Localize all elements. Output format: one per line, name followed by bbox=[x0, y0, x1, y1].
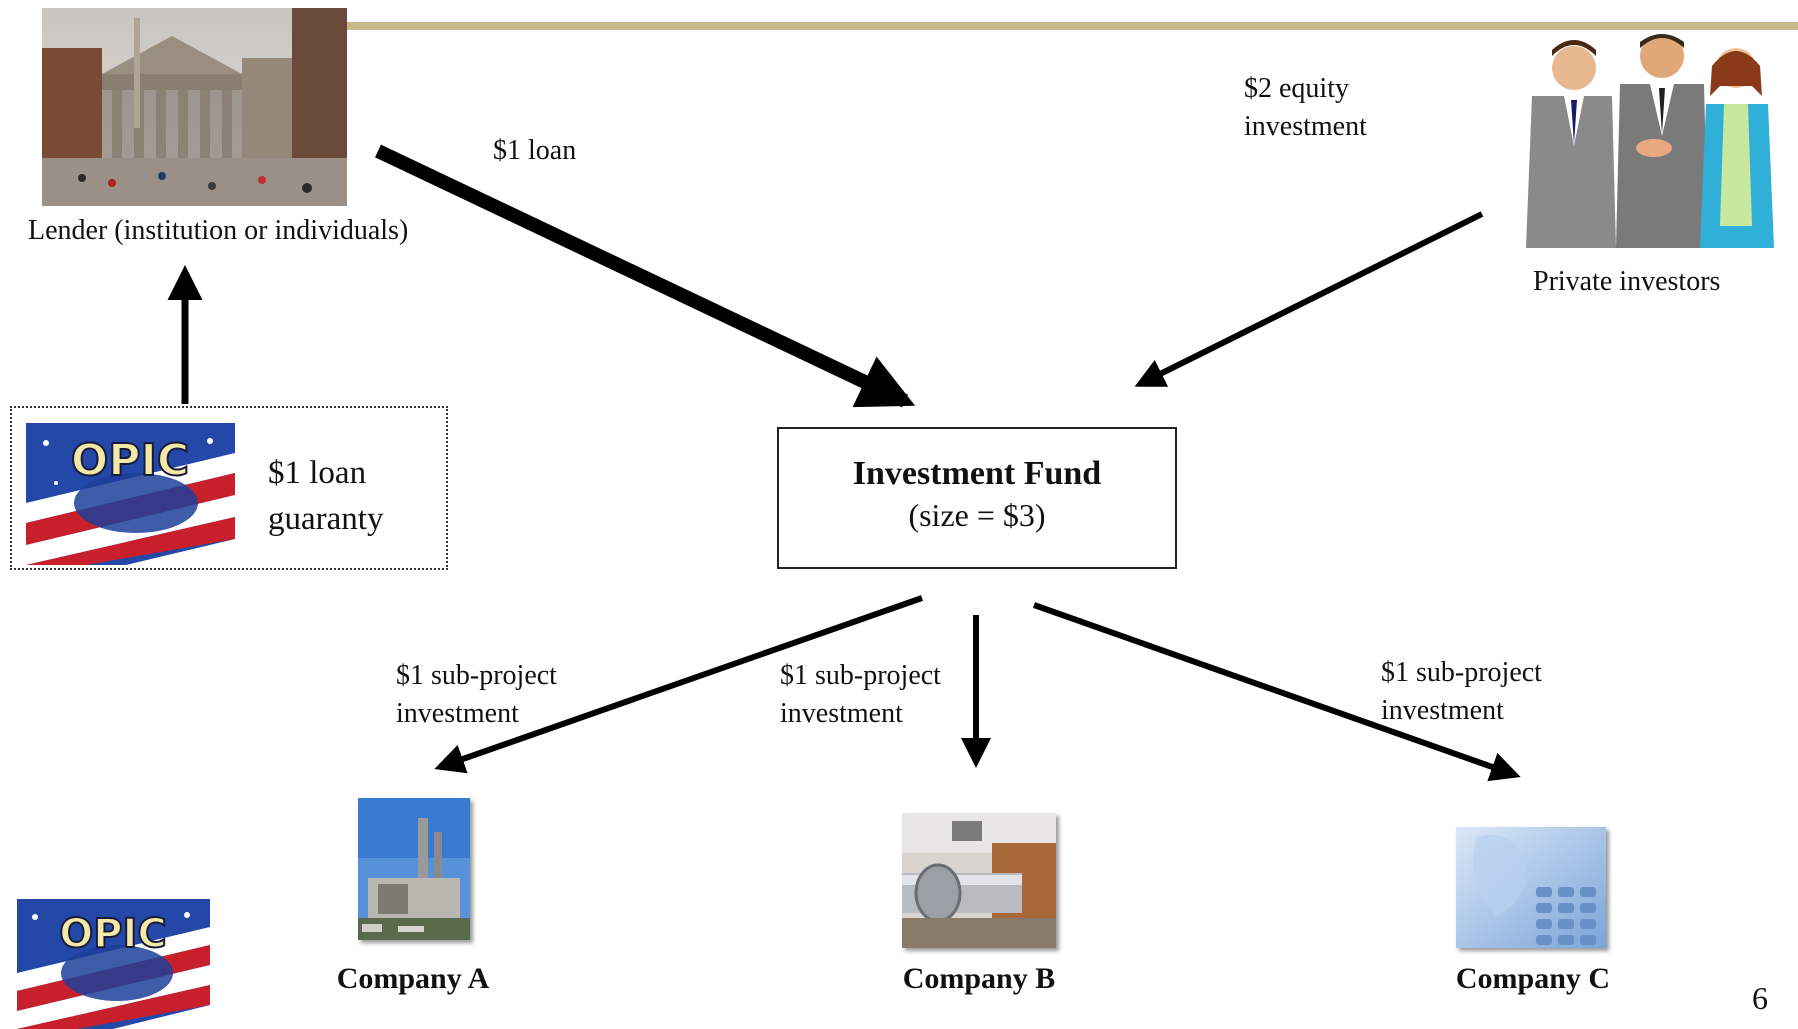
opic-logo-small-text: OPIC bbox=[59, 911, 167, 957]
sub-c-label-line1: $1 sub-project bbox=[1381, 657, 1542, 688]
lender-caption: Lender (institution or individuals) bbox=[28, 215, 409, 246]
company-c-name: Company C bbox=[1455, 962, 1611, 995]
sub-a-label: $1 sub-project investment bbox=[396, 657, 557, 733]
loan-guaranty-box bbox=[10, 406, 448, 570]
equity-label-line2: investment bbox=[1244, 111, 1367, 142]
sub-b-label: $1 sub-project investment bbox=[780, 657, 941, 733]
opic-logo-large: OPIC bbox=[26, 423, 235, 565]
page-number: 6 bbox=[1752, 980, 1768, 1016]
lender-image bbox=[42, 8, 347, 206]
company-b-name: Company B bbox=[902, 962, 1056, 995]
equity-label: $2 equity investment bbox=[1244, 70, 1367, 146]
sub-a-label-line1: $1 sub-project bbox=[396, 660, 557, 691]
sub-a-arrow bbox=[434, 595, 923, 774]
sub-c-arrow bbox=[1033, 602, 1521, 782]
company-b-image bbox=[902, 813, 1056, 948]
company-a-image bbox=[358, 798, 470, 940]
equity-arrow bbox=[1134, 211, 1484, 387]
sub-a-label-line2: investment bbox=[396, 698, 519, 729]
investors-image bbox=[1512, 26, 1796, 248]
equity-label-line1: $2 equity bbox=[1244, 73, 1349, 104]
loan-arrow bbox=[374, 144, 916, 408]
sub-c-label-line2: investment bbox=[1381, 695, 1504, 726]
investment-fund-box: Investment Fund (size = $3) bbox=[777, 427, 1177, 569]
guaranty-label-line2: guaranty bbox=[268, 501, 384, 537]
investors-caption: Private investors bbox=[1533, 266, 1721, 297]
guaranty-label: $1 loan guaranty bbox=[268, 450, 383, 542]
fund-size: (size = $3) bbox=[908, 497, 1046, 533]
company-a-name: Company A bbox=[336, 962, 490, 995]
guaranty-label-line1: $1 loan bbox=[268, 455, 367, 491]
company-c-image bbox=[1456, 827, 1606, 948]
loan-label: $1 loan bbox=[493, 135, 577, 166]
header-rule bbox=[346, 22, 1798, 30]
sub-c-label: $1 sub-project investment bbox=[1381, 654, 1542, 730]
fund-title: Investment Fund bbox=[852, 455, 1102, 492]
sub-b-label-line1: $1 sub-project bbox=[780, 660, 941, 691]
opic-logo-text: OPIC bbox=[71, 435, 189, 486]
opic-logo-small: OPIC bbox=[17, 899, 210, 1029]
sub-b-label-line2: investment bbox=[780, 698, 903, 729]
